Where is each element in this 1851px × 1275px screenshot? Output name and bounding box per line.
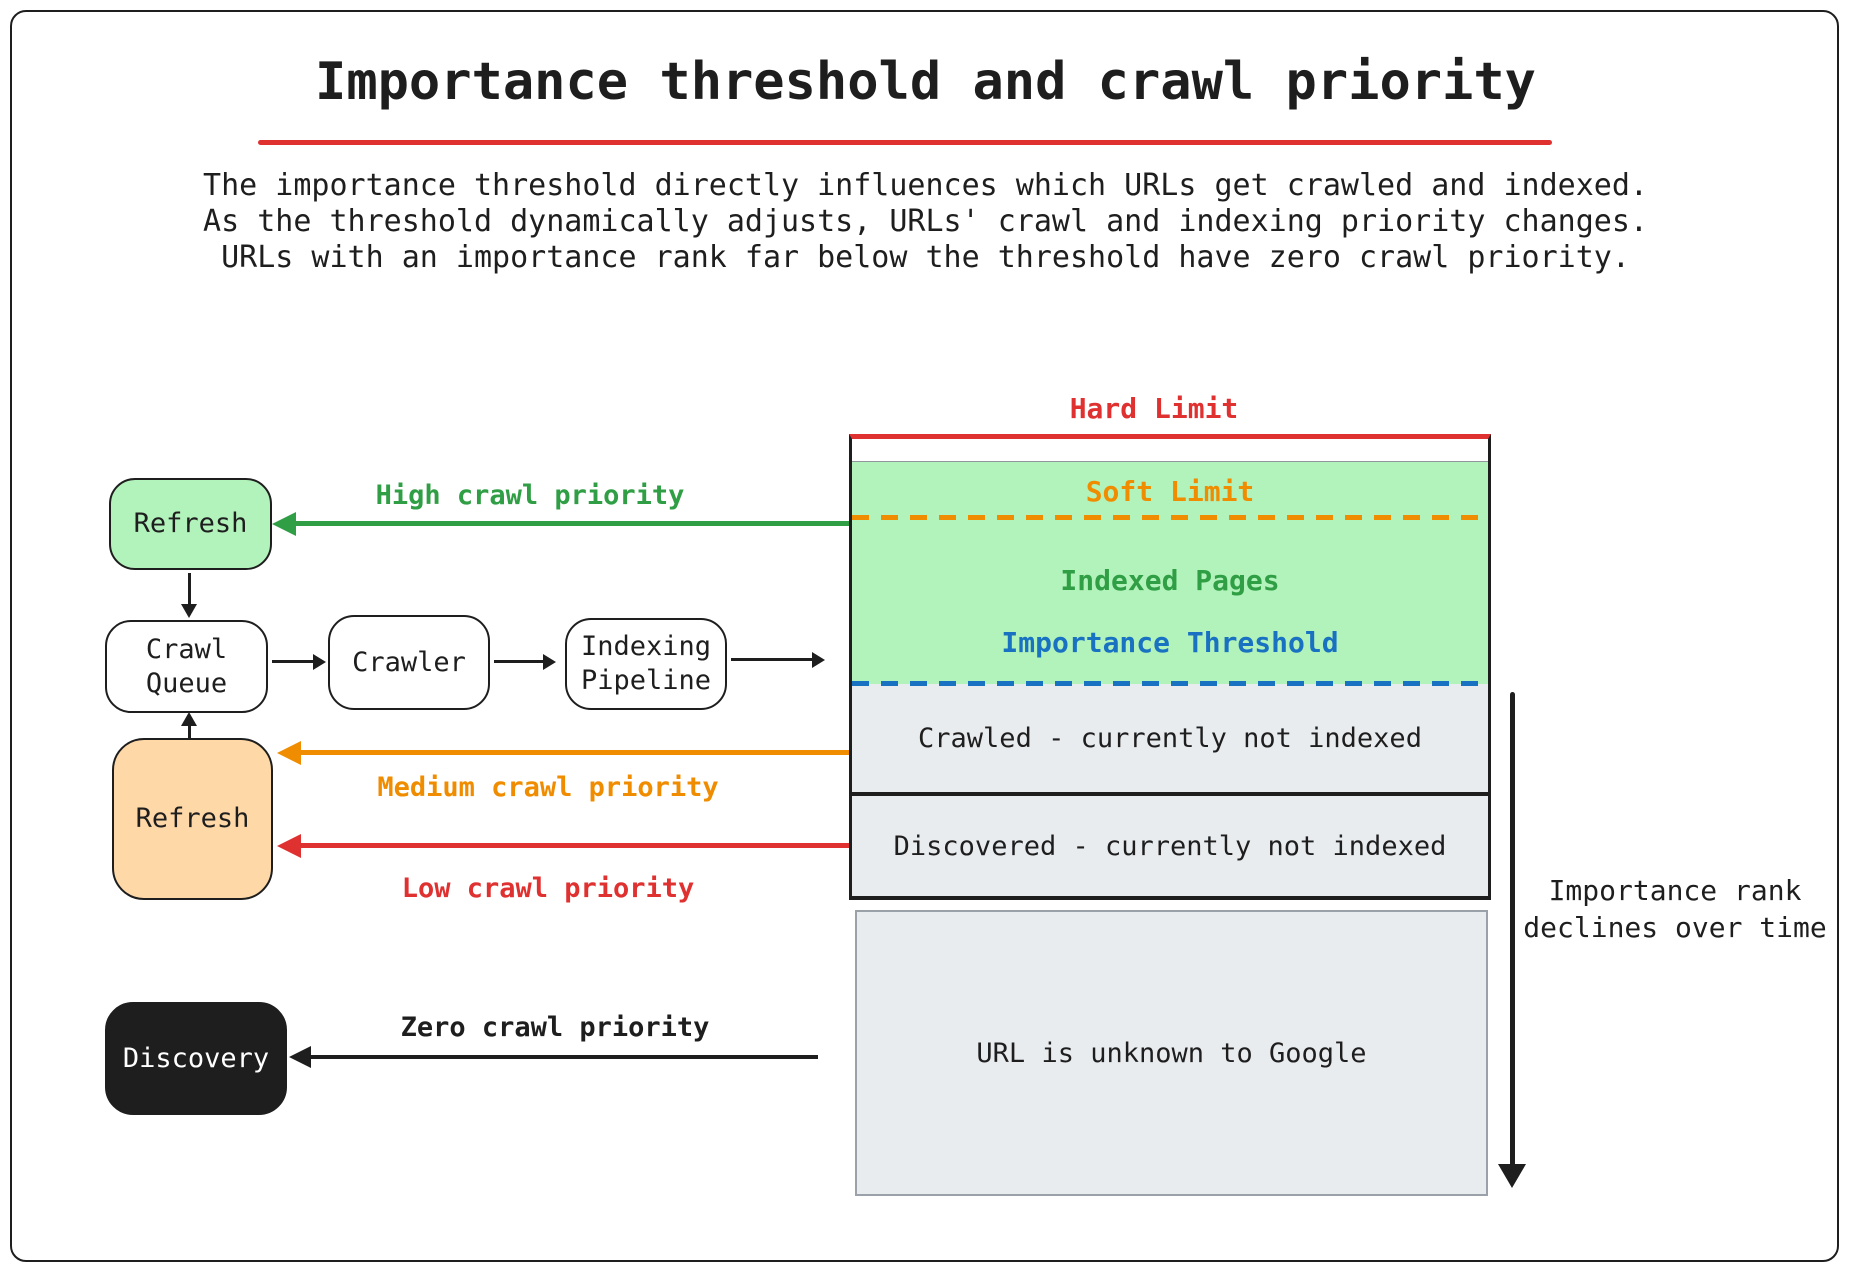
- zero-priority-arrow-head-icon: [289, 1046, 311, 1068]
- index-stack: Soft Limit Indexed Pages Importance Thre…: [849, 434, 1491, 900]
- stack-headroom-strip: [852, 439, 1488, 461]
- low-priority-arrow: [299, 843, 849, 848]
- indexing-pipeline-label: Indexing Pipeline: [580, 631, 712, 696]
- soft-limit-label: Soft Limit: [1085, 475, 1255, 508]
- importance-decline-arrow: [1510, 692, 1515, 1166]
- description-line-3: URLs with an importance rank far below t…: [221, 240, 1630, 275]
- crawl-queue-node: Crawl Queue: [105, 620, 268, 713]
- indexing-pipeline-node: Indexing Pipeline: [565, 618, 727, 710]
- arrow-refresh-medium-to-queue-head-icon: [181, 712, 197, 726]
- arrow-queue-to-crawler-head-icon: [313, 653, 326, 670]
- importance-decline-arrow-head-icon: [1498, 1164, 1526, 1188]
- discovery-node: Discovery: [105, 1002, 287, 1115]
- importance-threshold-dashed-line: [852, 681, 1488, 686]
- importance-decline-note-line-2: declines over time: [1523, 911, 1827, 944]
- outer-frame: [10, 10, 1839, 1262]
- medium-priority-arrow-head-icon: [277, 740, 301, 765]
- arrow-pipeline-to-stack: [731, 658, 815, 661]
- discovered-region: Discovered - currently not indexed: [852, 796, 1488, 896]
- description-line-2: As the threshold dynamically adjusts, UR…: [203, 204, 1648, 239]
- crawler-node: Crawler: [328, 615, 490, 710]
- crawled-region: Crawled - currently not indexed: [852, 684, 1488, 792]
- arrow-crawler-to-pipeline: [494, 660, 546, 663]
- high-priority-arrow-head-icon: [272, 511, 296, 536]
- arrow-queue-to-crawler: [272, 660, 318, 663]
- high-priority-label: High crawl priority: [375, 480, 685, 511]
- description-text: The importance threshold directly influe…: [0, 168, 1851, 276]
- refresh-medium-label: Refresh: [135, 803, 250, 834]
- title-underline: [258, 140, 1552, 145]
- crawl-queue-label: Crawl Queue: [145, 633, 228, 699]
- low-priority-label: Low crawl priority: [401, 873, 695, 904]
- zero-priority-arrow: [310, 1055, 818, 1059]
- arrow-pipeline-to-stack-head-icon: [812, 651, 825, 668]
- refresh-medium-node: Refresh: [112, 738, 273, 900]
- discovery-label: Discovery: [122, 1042, 270, 1074]
- stack-divider-line: [852, 792, 1488, 796]
- arrow-refresh-to-queue-head-icon: [181, 604, 197, 618]
- importance-decline-note-line-1: Importance rank: [1548, 874, 1802, 907]
- medium-priority-label: Medium crawl priority: [377, 772, 719, 803]
- crawled-label: Crawled - currently not indexed: [918, 722, 1422, 754]
- indexed-pages-region: Soft Limit Indexed Pages Importance Thre…: [852, 461, 1488, 686]
- hard-limit-label: Hard Limit: [1069, 392, 1239, 425]
- description-line-1: The importance threshold directly influe…: [203, 168, 1648, 203]
- arrow-crawler-to-pipeline-head-icon: [543, 653, 556, 670]
- zero-priority-label: Zero crawl priority: [400, 1012, 710, 1043]
- high-priority-arrow: [294, 521, 849, 526]
- crawler-label: Crawler: [352, 646, 466, 678]
- url-unknown-label: URL is unknown to Google: [976, 1037, 1367, 1069]
- soft-limit-dashed-line: [852, 515, 1488, 520]
- url-unknown-region: URL is unknown to Google: [855, 910, 1488, 1196]
- importance-threshold-label: Importance Threshold: [1001, 626, 1339, 659]
- page-title: Importance threshold and crawl priority: [315, 52, 1536, 112]
- discovered-label: Discovered - currently not indexed: [893, 830, 1447, 862]
- arrow-refresh-medium-to-queue: [188, 724, 191, 738]
- indexed-pages-label: Indexed Pages: [1060, 564, 1280, 597]
- importance-decline-note: Importance rank declines over time: [1495, 872, 1851, 946]
- refresh-high-node: Refresh: [109, 478, 272, 570]
- refresh-high-label: Refresh: [133, 508, 248, 539]
- medium-priority-arrow: [299, 750, 849, 755]
- arrow-refresh-to-queue: [188, 573, 191, 607]
- low-priority-arrow-head-icon: [277, 833, 301, 858]
